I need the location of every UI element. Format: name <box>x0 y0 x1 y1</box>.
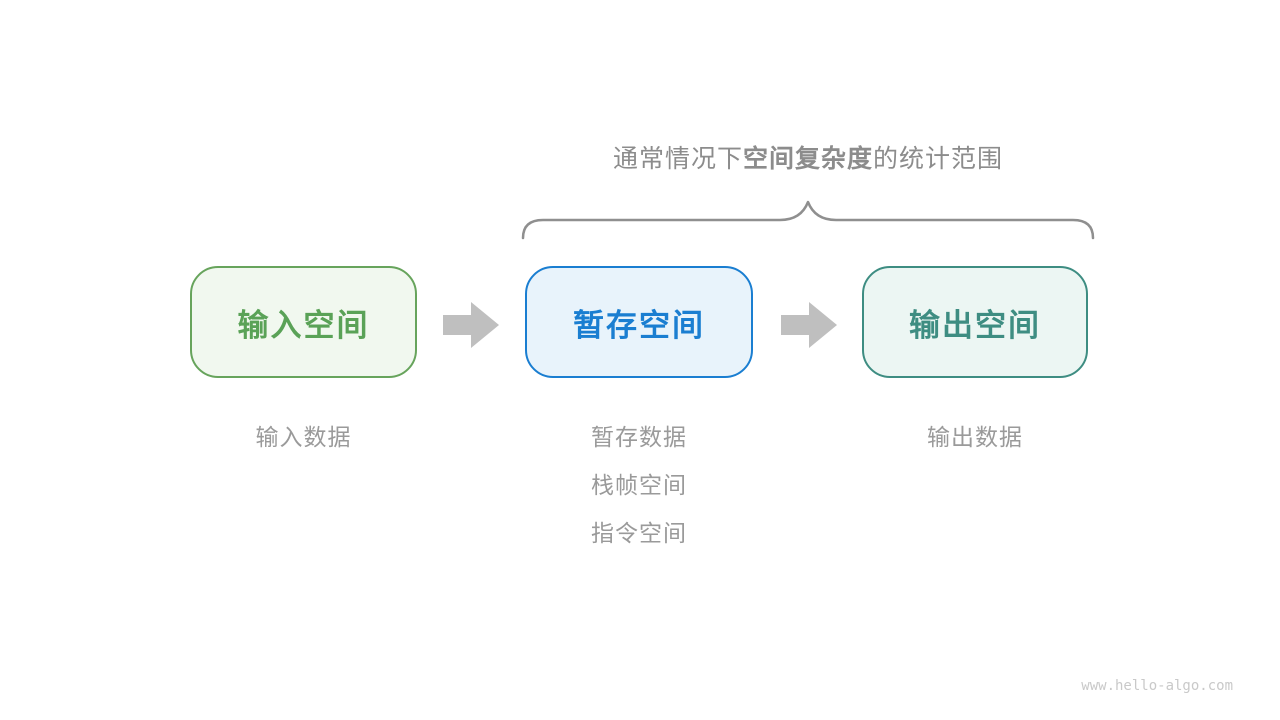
temporary-space-sublabels: 暂存数据 栈帧空间 指令空间 <box>525 424 753 568</box>
sublabel-temp-data: 暂存数据 <box>591 424 687 450</box>
top-curly-brace-icon <box>521 200 1095 240</box>
scope-title-suffix: 的统计范围 <box>873 145 1004 173</box>
watermark: www.hello-algo.com <box>1081 678 1233 694</box>
input-space-label: 输入空间 <box>237 307 370 343</box>
scope-title-prefix: 通常情况下 <box>612 145 743 173</box>
temporary-space-box: 暂存空间 <box>525 266 753 378</box>
right-block-arrow-icon <box>781 302 837 348</box>
sublabel-output-data: 输出数据 <box>927 424 1023 450</box>
output-space-box: 输出空间 <box>862 266 1088 378</box>
scope-title-bold: 空间复杂度 <box>742 145 873 173</box>
sublabel-instruction-space: 指令空间 <box>591 520 687 546</box>
output-space-sublabels: 输出数据 <box>862 424 1088 472</box>
input-space-sublabels: 输入数据 <box>190 424 417 472</box>
sublabel-stack-frame-space: 栈帧空间 <box>591 472 687 498</box>
right-block-arrow-icon <box>443 302 499 348</box>
temporary-space-label: 暂存空间 <box>573 307 705 343</box>
input-space-box: 输入空间 <box>190 266 417 378</box>
scope-title: 通常情况下空间复杂度的统计范围 <box>520 144 1096 174</box>
output-space-label: 输出空间 <box>909 307 1041 343</box>
sublabel-input-data: 输入数据 <box>255 424 352 450</box>
